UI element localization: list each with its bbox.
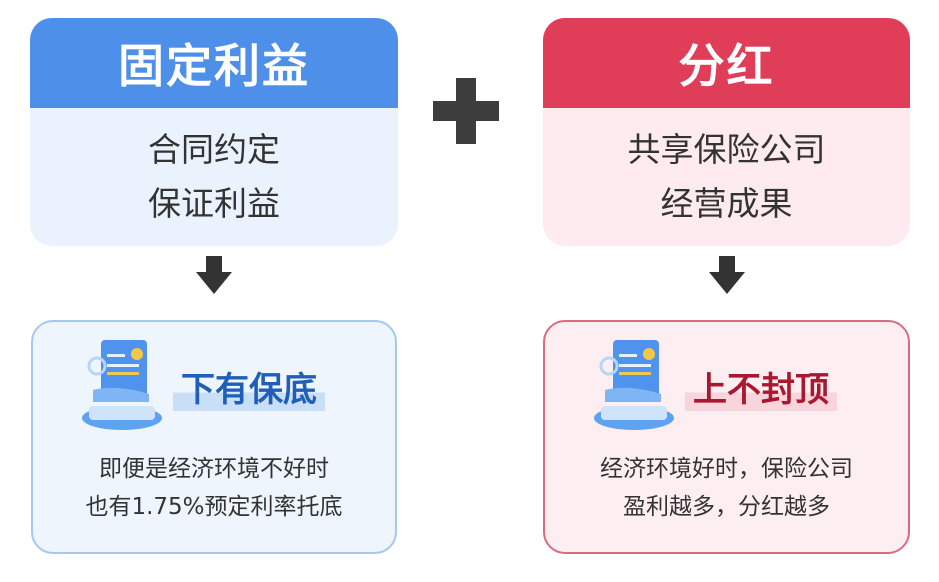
no-ceiling-description: 经济环境好时，保险公司 盈利越多，分红越多 — [545, 450, 908, 526]
body-line: 合同约定 — [148, 130, 280, 169]
body-line: 经营成果 — [660, 184, 793, 223]
body-line: 共享保险公司 — [627, 130, 826, 169]
floor-guarantee-card: 下有保底 即便是经济环境不好时 也有1.75%预定利率托底 — [31, 320, 397, 554]
arrow-down-icon — [196, 256, 232, 296]
fixed-benefit-body: 合同约定 保证利益 — [30, 108, 398, 246]
floor-guarantee-slogan: 下有保底 — [173, 362, 325, 411]
fixed-benefit-card: 固定利益 合同约定 保证利益 — [30, 18, 398, 246]
fixed-benefit-title: 固定利益 — [30, 18, 398, 108]
document-scroll-icon — [82, 340, 162, 430]
no-ceiling-slogan: 上不封顶 — [685, 362, 837, 411]
document-scroll-icon — [594, 340, 674, 430]
dividend-body: 共享保险公司 经营成果 — [543, 108, 910, 246]
desc-line: 即便是经济环境不好时 — [99, 456, 329, 482]
desc-line: 盈利越多，分红越多 — [623, 494, 830, 520]
dividend-title: 分红 — [543, 18, 910, 108]
desc-line: 也有1.75%预定利率托底 — [85, 494, 343, 520]
floor-guarantee-description: 即便是经济环境不好时 也有1.75%预定利率托底 — [33, 450, 395, 526]
plus-icon — [433, 78, 499, 144]
desc-line: 经济环境好时，保险公司 — [600, 456, 853, 482]
dividend-card: 分红 共享保险公司 经营成果 — [543, 18, 910, 246]
no-ceiling-card: 上不封顶 经济环境好时，保险公司 盈利越多，分红越多 — [543, 320, 910, 554]
body-line: 保证利益 — [148, 184, 280, 223]
arrow-down-icon — [709, 256, 745, 296]
